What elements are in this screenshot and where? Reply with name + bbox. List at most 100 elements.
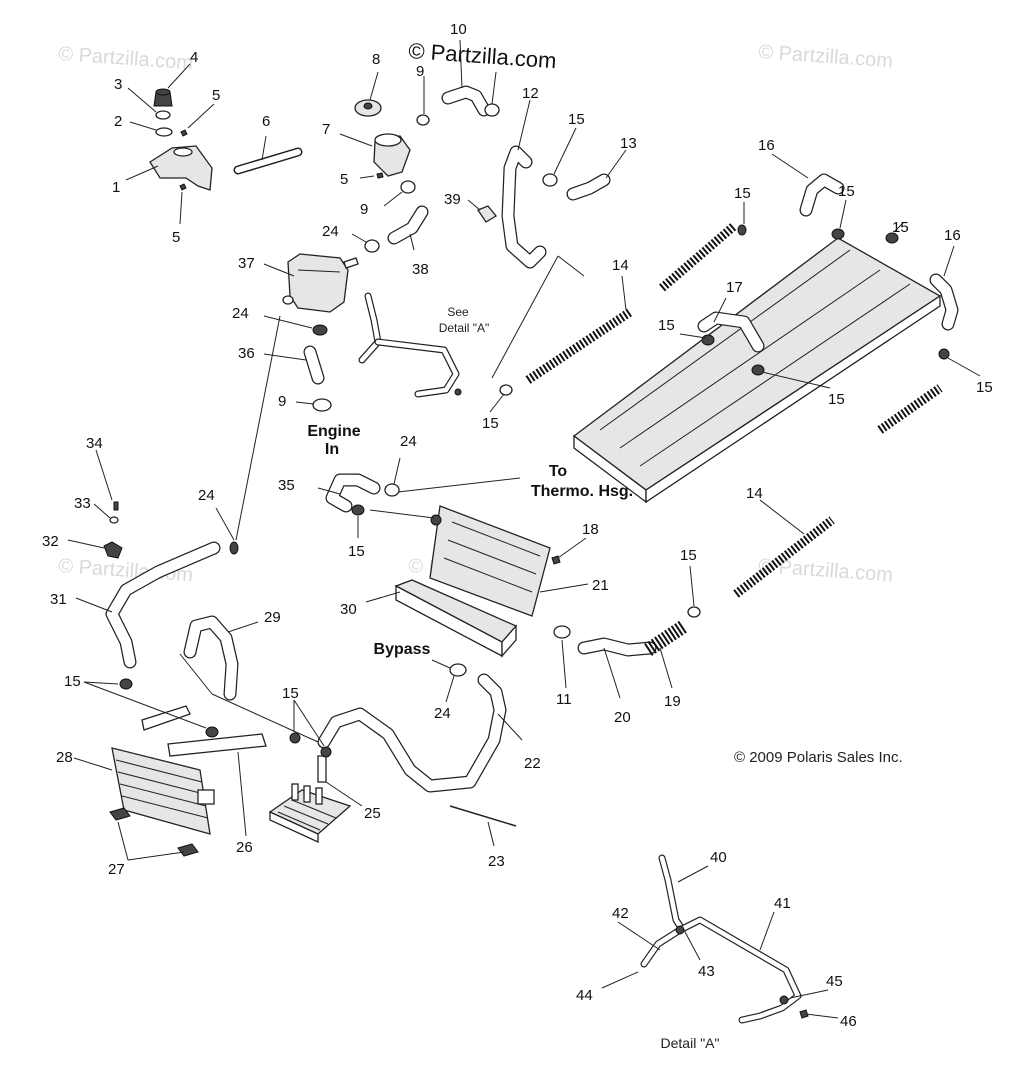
callout-24-c: 24	[400, 433, 417, 450]
callout-2: 2	[114, 113, 122, 130]
callout-18: 18	[582, 521, 599, 538]
callout-33: 33	[74, 495, 91, 512]
callout-16-a: 16	[758, 137, 775, 154]
callout-31: 31	[50, 591, 67, 608]
callout-15-h: 15	[482, 415, 499, 432]
callout-15-b: 15	[734, 185, 751, 202]
callout-15-j: 15	[680, 547, 697, 564]
callout-24-a: 24	[322, 223, 339, 240]
part-clamp-11	[553, 625, 571, 639]
callout-26: 26	[236, 839, 253, 856]
callout-3: 3	[114, 76, 122, 93]
part-clamp-15b	[351, 504, 365, 516]
see-detail-line1: See	[447, 305, 469, 319]
part-clamp-15c	[687, 606, 701, 618]
part-clamp-24e	[229, 541, 239, 555]
part-hose-13	[542, 173, 611, 201]
callout-17: 17	[726, 279, 743, 296]
callout-27: 27	[108, 861, 125, 878]
watermark-mid-right: © Partzilla.com	[758, 555, 894, 586]
callout-13: 13	[620, 135, 637, 152]
part-rubber-strip-14a	[525, 222, 943, 434]
leader-lines	[67, 39, 981, 1019]
engine-in-line1: Engine	[307, 423, 360, 440]
callout-24-e: 24	[434, 705, 451, 722]
part-washer	[155, 127, 173, 137]
callout-labels: 1 2 3 4 5 5 5 6 7 8 9 9 9 10 11 12 13 14…	[42, 21, 993, 1030]
callout-41: 41	[774, 895, 791, 912]
part-hose-12	[501, 145, 547, 269]
callout-19: 19	[664, 693, 681, 710]
to-thermo-line1: To	[549, 463, 568, 480]
callout-20: 20	[614, 709, 631, 726]
callout-46: 46	[840, 1013, 857, 1030]
callout-15-g: 15	[976, 379, 993, 396]
part-expansion-tank	[282, 253, 359, 313]
callout-40: 40	[710, 849, 727, 866]
callout-24-b: 24	[232, 305, 249, 322]
callout-34: 34	[86, 435, 103, 452]
callout-14-lower: 14	[746, 485, 763, 502]
callout-7: 7	[322, 121, 330, 138]
detail-a-caption: Detail "A"	[661, 1035, 720, 1051]
callout-10: 10	[450, 21, 467, 38]
watermark-top-left: © Partzilla.com	[58, 43, 194, 74]
callout-5-top: 5	[212, 87, 220, 104]
part-tunnel-cooler	[572, 237, 942, 504]
part-clamp-15a	[542, 173, 558, 187]
part-clamp-9b	[400, 180, 416, 194]
callout-29: 29	[264, 609, 281, 626]
part-pad-27b	[177, 843, 199, 857]
callout-9-low: 9	[278, 393, 286, 410]
callout-28: 28	[56, 749, 73, 766]
part-hose-31	[105, 541, 239, 669]
callout-9-top: 9	[416, 63, 424, 80]
part-rubber-strip-14b	[733, 516, 835, 598]
part-hose-10	[441, 85, 500, 117]
callout-23: 23	[488, 853, 505, 870]
engine-in-line2: In	[325, 441, 339, 458]
part-oil-cooler	[268, 732, 352, 844]
part-screw-top	[180, 129, 188, 137]
part-39-fitting	[477, 205, 497, 223]
part-screw-5	[376, 172, 384, 179]
callout-15-i: 15	[348, 543, 365, 560]
part-clip-32-34	[103, 501, 123, 559]
callout-8: 8	[372, 51, 380, 68]
callout-15-l: 15	[282, 685, 299, 702]
part-clamp-15f	[119, 678, 133, 690]
callout-44: 44	[576, 987, 593, 1004]
part-clamp-24d	[449, 663, 467, 677]
detail-a-pipe-assembly	[640, 854, 809, 1024]
callout-5-bottom: 5	[172, 229, 180, 246]
callout-12: 12	[522, 85, 539, 102]
callout-38: 38	[412, 261, 429, 278]
part-hose-36	[303, 324, 332, 412]
bypass-label: Bypass	[374, 641, 431, 658]
watermark-top-center: © Partzilla.com	[408, 38, 558, 73]
part-clamp-15d	[289, 732, 301, 744]
callout-15-k: 15	[64, 673, 81, 690]
callout-11: 11	[556, 691, 572, 708]
part-fitting-25	[317, 755, 327, 783]
callout-15-d: 15	[892, 219, 909, 236]
part-wire-23	[449, 805, 517, 827]
part-hose-29	[183, 615, 239, 701]
callout-6: 6	[262, 113, 270, 130]
callout-1: 1	[112, 179, 120, 196]
part-hose-19-20	[577, 606, 701, 657]
part-clamp-24c	[384, 483, 400, 497]
callout-15-a: 15	[568, 111, 585, 128]
to-thermo-line2: Thermo. Hsg.	[531, 483, 633, 500]
part-clamp-10	[484, 103, 500, 117]
callout-16-b: 16	[944, 227, 961, 244]
callout-30: 30	[340, 601, 357, 618]
callout-5-mid: 5	[340, 171, 348, 188]
callout-15-f: 15	[828, 391, 845, 408]
callout-45: 45	[826, 973, 843, 990]
part-screw-34	[113, 501, 119, 511]
callout-39: 39	[444, 191, 461, 208]
part-hose-16	[799, 173, 959, 331]
callout-32: 32	[42, 533, 59, 550]
